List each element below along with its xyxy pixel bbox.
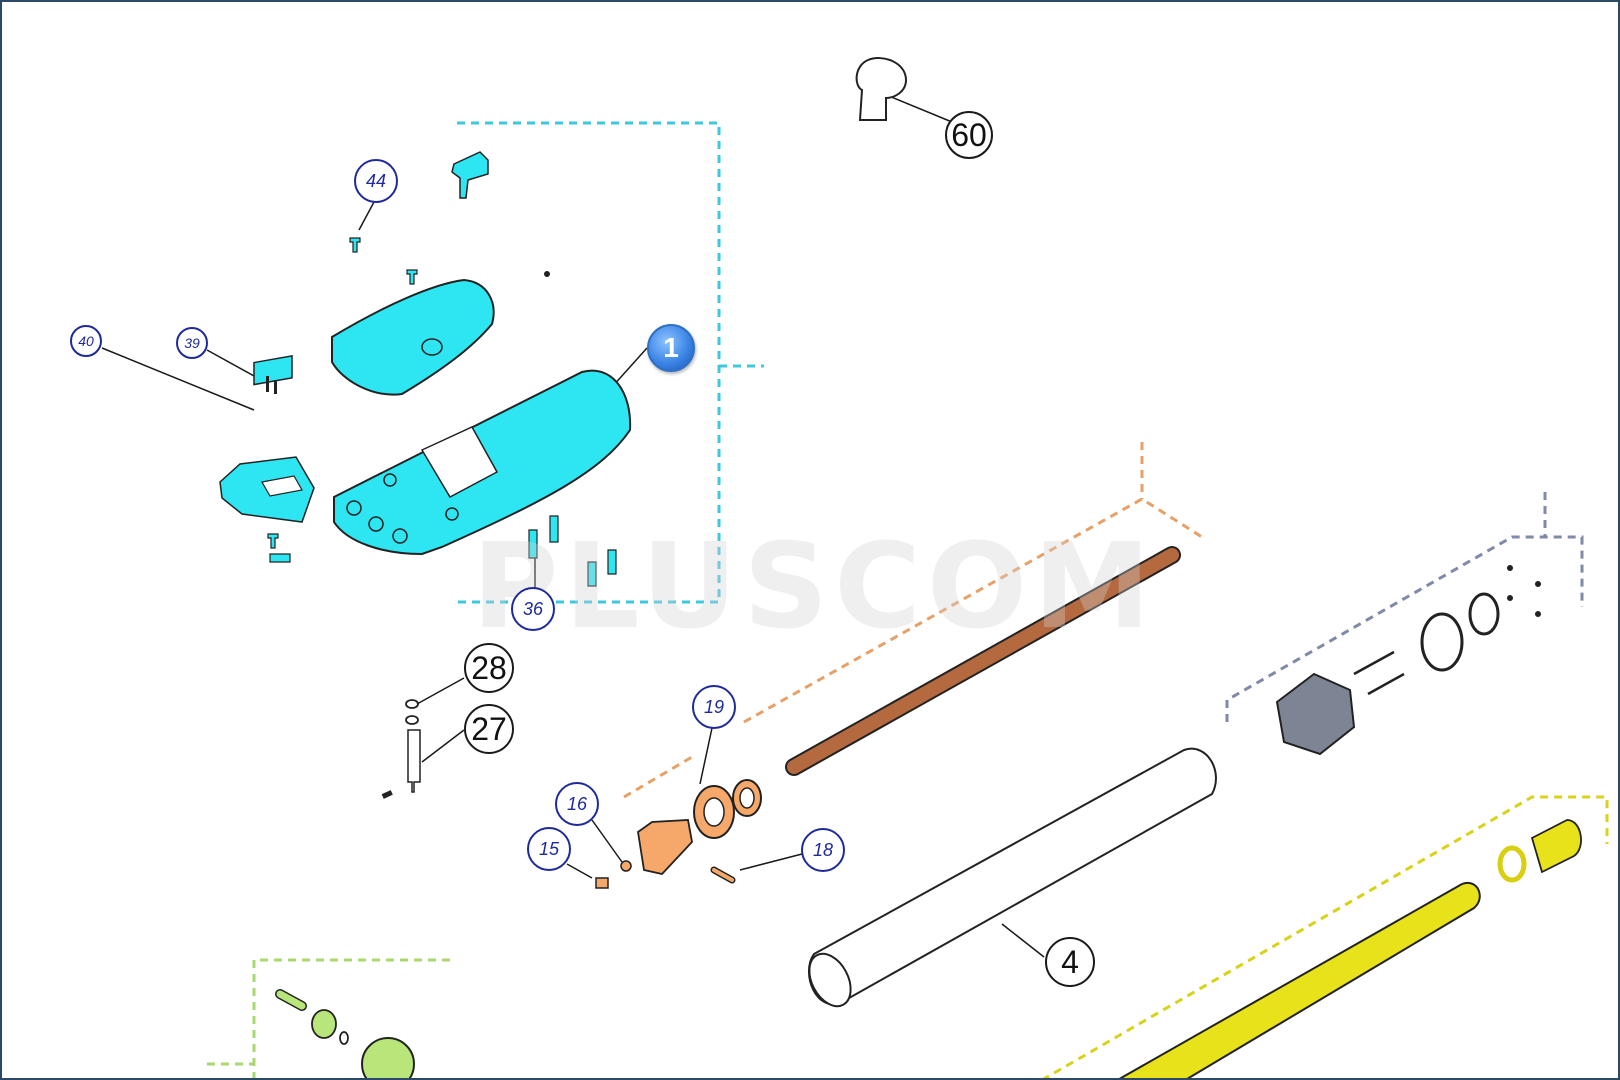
leader-19 bbox=[699, 727, 713, 785]
washer-28b bbox=[405, 715, 419, 725]
screw-bolt-4 bbox=[607, 549, 617, 575]
motor-part bbox=[1275, 672, 1356, 756]
terminal-block-part bbox=[253, 354, 293, 386]
callout-40[interactable]: 40 bbox=[70, 325, 102, 357]
bearing-19a-inner bbox=[703, 797, 725, 827]
callout-36[interactable]: 36 bbox=[511, 587, 555, 631]
screw-bolt-1 bbox=[528, 529, 538, 559]
pin-small bbox=[381, 790, 393, 799]
washer-28a bbox=[405, 699, 419, 709]
motor-ring-b bbox=[1468, 592, 1500, 636]
motor-screw-1 bbox=[1507, 565, 1513, 571]
leader-27 bbox=[421, 729, 465, 763]
rod-group-bracket bbox=[1042, 795, 1609, 1078]
motor-bolt-1 bbox=[1353, 650, 1395, 676]
screw-bolt-2 bbox=[549, 515, 559, 543]
pin-27 bbox=[407, 729, 421, 793]
side-bracket-slot bbox=[261, 475, 303, 497]
motor-group-bracket bbox=[1225, 535, 1584, 722]
housing-hole-5 bbox=[383, 473, 397, 487]
housing-hole-1 bbox=[346, 500, 362, 516]
screw-bolt-3 bbox=[587, 561, 597, 587]
leader-40 bbox=[101, 347, 255, 411]
housing-hole-3 bbox=[392, 528, 408, 544]
gearbox-washer bbox=[339, 1031, 349, 1045]
cover-group-bracket bbox=[457, 121, 721, 604]
leader-44 bbox=[358, 201, 375, 231]
terminal-screw-1 bbox=[266, 376, 269, 392]
screw-top bbox=[406, 269, 418, 285]
terminal-screw-2 bbox=[274, 380, 277, 394]
release-lever-part bbox=[451, 151, 489, 199]
callout-19[interactable]: 19 bbox=[692, 685, 736, 729]
bracket-screw bbox=[267, 533, 291, 563]
motor-screw-3 bbox=[1507, 595, 1513, 601]
outer-tube-mouth bbox=[808, 952, 852, 1008]
callout-39[interactable]: 39 bbox=[176, 327, 208, 359]
gearbox-group-bracket bbox=[252, 958, 452, 1078]
gear-washer-16 bbox=[620, 860, 632, 872]
housing-hole-4 bbox=[445, 507, 459, 521]
callout-27[interactable]: 27 bbox=[464, 704, 514, 754]
leader-60 bbox=[883, 93, 953, 123]
outer-tube-part bbox=[808, 747, 1217, 1006]
leader-18 bbox=[739, 853, 803, 871]
upper-cover-part bbox=[331, 278, 495, 396]
callout-28[interactable]: 28 bbox=[464, 643, 514, 693]
motor-screw-4 bbox=[1535, 611, 1541, 617]
motor-bolt-2 bbox=[1367, 672, 1405, 696]
gear-pin-18-fill bbox=[712, 868, 734, 882]
callout-1[interactable]: 1 bbox=[647, 324, 695, 372]
callout-15[interactable]: 15 bbox=[527, 827, 571, 871]
leader-15 bbox=[566, 863, 593, 879]
callout-18[interactable]: 18 bbox=[801, 828, 845, 872]
screw-tiny bbox=[544, 271, 550, 277]
rod-end-fitting bbox=[1530, 819, 1582, 874]
upper-cover-hole bbox=[421, 338, 443, 356]
leader-16 bbox=[591, 819, 623, 863]
shaft-group-bracket bbox=[623, 755, 693, 799]
gearbox-bushing bbox=[311, 1009, 337, 1039]
motor-screw-2 bbox=[1535, 581, 1541, 587]
leader-4 bbox=[1001, 923, 1045, 958]
rod-ring bbox=[1497, 845, 1527, 883]
bearing-19b-inner bbox=[739, 787, 755, 809]
gearbox-pin-fill bbox=[276, 990, 306, 1010]
motor-ring-a bbox=[1420, 612, 1464, 672]
callout-44[interactable]: 44 bbox=[354, 159, 398, 203]
push-rod-part bbox=[1119, 881, 1481, 1078]
leader-1 bbox=[611, 347, 648, 388]
callout-60[interactable]: 60 bbox=[945, 111, 993, 159]
gearbox-gear bbox=[361, 1037, 415, 1078]
key-part bbox=[855, 57, 908, 121]
callout-4[interactable]: 4 bbox=[1045, 937, 1095, 987]
housing-window bbox=[420, 426, 499, 498]
threaded-shaft-fill bbox=[787, 548, 1179, 774]
leader-28 bbox=[416, 677, 465, 705]
callout-16[interactable]: 16 bbox=[555, 782, 599, 826]
screw-44 bbox=[349, 237, 361, 253]
housing-hole-2 bbox=[368, 516, 384, 532]
watermark-text: PLUSCOM bbox=[472, 517, 1157, 655]
gear-screw-15 bbox=[595, 877, 609, 889]
bevel-gear-part bbox=[637, 819, 693, 875]
